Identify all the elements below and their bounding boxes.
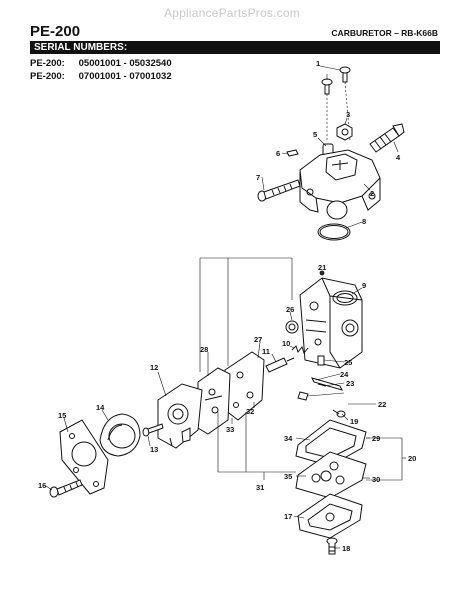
part-needle-11 (265, 357, 295, 373)
callout-27: 27 (254, 335, 262, 344)
part-o-ring-8 (317, 223, 351, 241)
callout-24: 24 (340, 370, 349, 379)
part-nut-3 (336, 123, 353, 141)
part-bracket-15 (59, 419, 109, 495)
serial-model: PE-200: (30, 58, 65, 69)
part-adjuster-4 (369, 123, 405, 153)
part-lever-23-24 (297, 377, 343, 401)
callout-23: 23 (346, 379, 354, 388)
serial-row: PE-200: 07001001 - 07001032 (30, 71, 172, 82)
callout-28: 28 (200, 345, 208, 354)
part-primer-bulb-14 (99, 413, 141, 457)
part-gasket-27 (224, 351, 265, 421)
upper-carburetor-assembly (257, 66, 405, 241)
callout-9: 9 (362, 281, 366, 290)
part-gasket-34 (295, 419, 367, 467)
part-cap-26 (285, 320, 299, 334)
serial-row: PE-200: 05001001 - 05032540 (30, 58, 172, 69)
callout-5: 5 (313, 130, 317, 139)
lower-carburetor-assembly (49, 270, 367, 555)
part-carburetor-body-9 (299, 277, 363, 369)
callout-10: 10 (282, 339, 290, 348)
callout-34: 34 (284, 434, 293, 443)
callout-18: 18 (342, 544, 350, 553)
callout-14: 14 (96, 403, 105, 412)
serial-numbers-heading: SERIAL NUMBERS: (30, 41, 440, 54)
part-diaphragm-35 (295, 451, 367, 499)
part-spring-10 (291, 345, 309, 355)
kit-bracket-lines (199, 257, 406, 481)
callout-35: 35 (284, 472, 292, 481)
callout-21: 21 (318, 263, 326, 272)
callout-leaders (45, 65, 399, 549)
callout-31: 31 (256, 483, 264, 492)
callout-25: 25 (344, 358, 352, 367)
carburetor-title: CARBURETOR – RB-K66B (331, 28, 438, 38)
callout-33: 33 (226, 425, 234, 434)
serial-range: 05001001 - 05032540 (78, 58, 172, 69)
callout-22: 22 (378, 400, 386, 409)
callout-30: 30 (372, 475, 380, 484)
callout-4: 4 (396, 153, 401, 162)
callout-17: 17 (284, 512, 292, 521)
callout-12: 12 (150, 363, 158, 372)
callout-6: 6 (276, 149, 280, 158)
part-screw-18 (326, 537, 338, 555)
part-throttle-body-2 (299, 149, 381, 220)
callout-1: 1 (316, 59, 320, 68)
serial-model: PE-200: (30, 71, 65, 82)
part-screw-7 (257, 179, 301, 202)
callout-numbers: 1 2 3 4 5 6 7 8 9 10 11 12 13 14 15 16 1… (38, 59, 416, 553)
callout-29: 29 (372, 434, 380, 443)
serial-range: 07001001 - 07001032 (78, 71, 172, 82)
callout-7: 7 (256, 173, 260, 182)
callout-8: 8 (362, 217, 366, 226)
callout-16: 16 (38, 481, 46, 490)
callout-2: 2 (370, 189, 374, 198)
part-pump-cover-12 (157, 383, 203, 449)
callout-19: 19 (350, 417, 358, 426)
callout-20: 20 (408, 454, 416, 463)
callout-11: 11 (262, 347, 270, 356)
callout-26: 26 (286, 305, 294, 314)
part-screw-13 (142, 423, 164, 437)
part-clip-6 (286, 149, 299, 157)
part-pin-19 (332, 409, 346, 418)
part-cover-17 (297, 493, 363, 539)
part-jet-25 (317, 355, 325, 366)
callout-32: 32 (246, 407, 254, 416)
callout-3: 3 (346, 110, 350, 119)
callout-15: 15 (58, 411, 66, 420)
part-screw-16 (49, 479, 83, 498)
watermark: AppliancePartsPros.com (164, 6, 300, 20)
callout-13: 13 (150, 445, 158, 454)
model-title: PE-200 (30, 23, 81, 40)
